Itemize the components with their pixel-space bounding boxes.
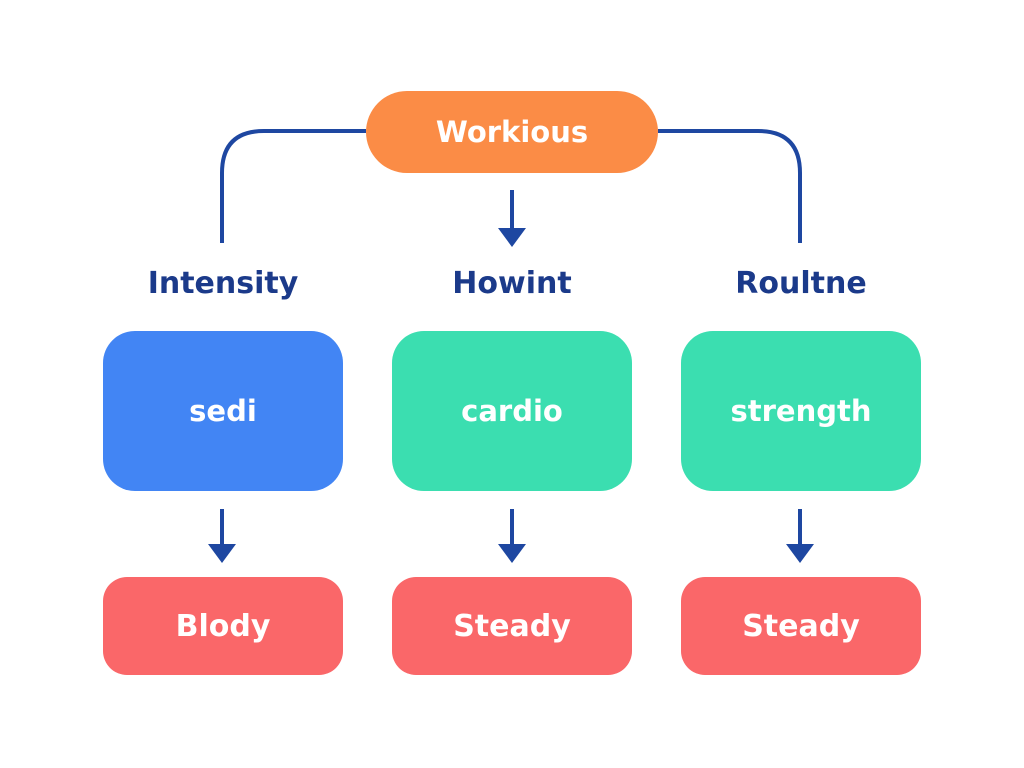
result-steady-cardio: Steady	[392, 577, 632, 675]
box-strength: strength	[681, 331, 921, 491]
root-node-workious: Workious	[366, 91, 658, 173]
box-sedi: sedi	[103, 331, 343, 491]
connector-root-to-right	[658, 129, 802, 243]
result-blody: Blody	[103, 577, 343, 675]
column-header-howint: Howint	[452, 265, 572, 301]
arrow-root-to-center	[498, 190, 526, 247]
arrow-col1-to-result	[208, 509, 236, 563]
column-header-roultne: Roultne	[735, 265, 867, 301]
result-steady-strength: Steady	[681, 577, 921, 675]
connector-root-to-left	[220, 129, 366, 243]
box-cardio: cardio	[392, 331, 632, 491]
arrow-col3-to-result	[786, 509, 814, 563]
arrow-col2-to-result	[498, 509, 526, 563]
column-header-intensity: Intensity	[147, 265, 299, 301]
